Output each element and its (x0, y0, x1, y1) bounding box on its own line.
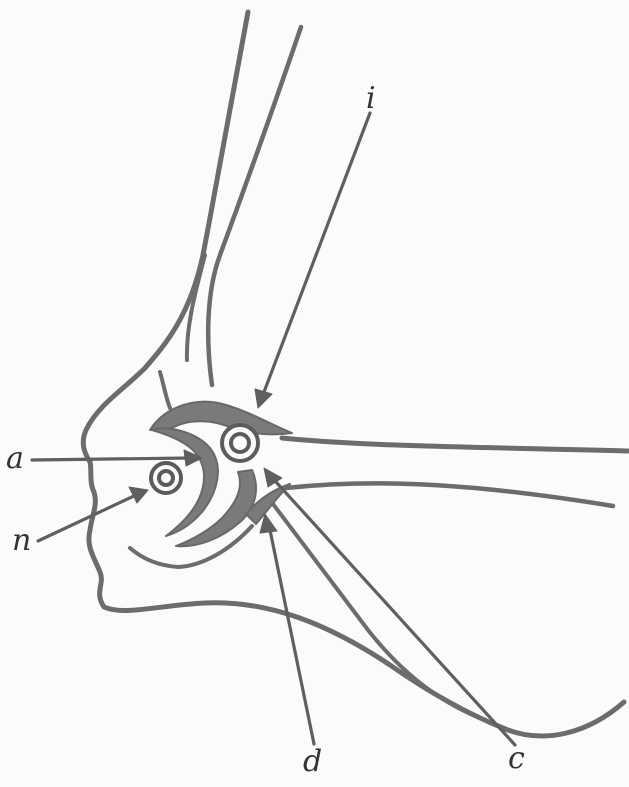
central-ganglion (222, 425, 258, 461)
label-n: n (12, 523, 31, 558)
pointer-a-line (32, 458, 190, 460)
label-i: i (366, 81, 376, 116)
label-c: c (508, 741, 525, 776)
label-a: a (6, 441, 24, 476)
small-ganglion (151, 463, 181, 493)
label-d: d (303, 744, 322, 779)
